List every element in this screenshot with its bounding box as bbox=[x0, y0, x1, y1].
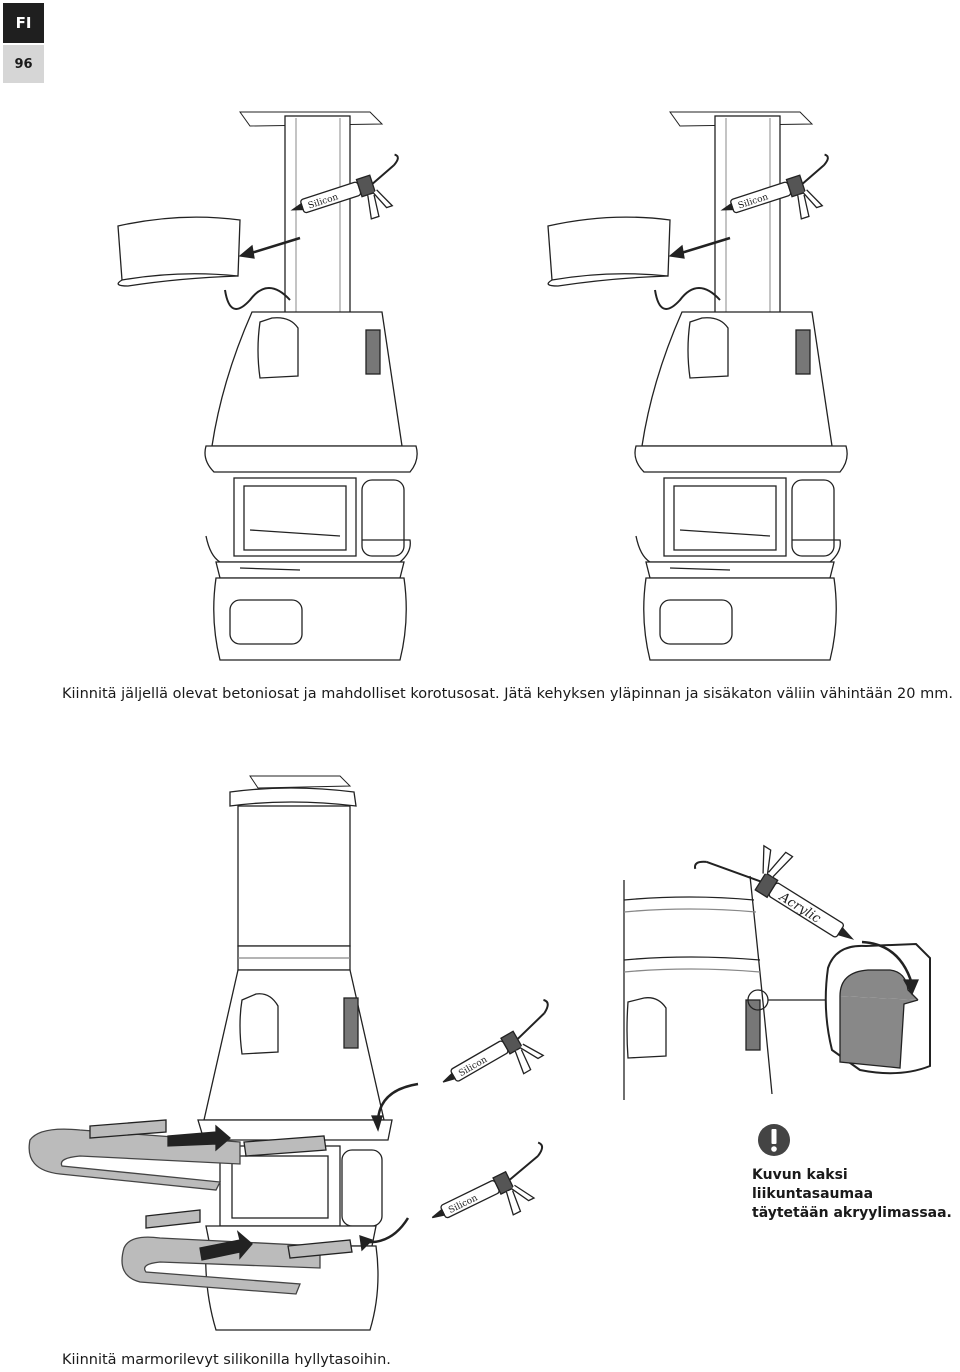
warning-line-1: Kuvun kaksi liikuntasaumaa bbox=[752, 1167, 874, 1202]
exclamation-icon bbox=[758, 1124, 790, 1156]
caption-top: Kiinnitä jäljellä olevat betoniosat ja m… bbox=[62, 686, 953, 702]
language-tag: FI bbox=[3, 3, 44, 43]
stove-figure-right: Silicon bbox=[547, 111, 848, 661]
stove-marble-figure: Silicon Silicon bbox=[28, 775, 549, 1331]
warning-note: Kuvun kaksi liikuntasaumaa täytetään akr… bbox=[752, 1166, 960, 1223]
page-tab: FI 96 bbox=[3, 3, 44, 83]
acrylic-detail-figure: Acrylic bbox=[623, 844, 931, 1100]
stove-figure-left: Silicon bbox=[117, 111, 418, 661]
caption-bottom: Kiinnitä marmorilevyt silikonilla hyllyt… bbox=[62, 1352, 391, 1368]
page-number: 96 bbox=[3, 45, 44, 83]
warning-line-2: täytetään akryylimassaa. bbox=[752, 1205, 952, 1221]
